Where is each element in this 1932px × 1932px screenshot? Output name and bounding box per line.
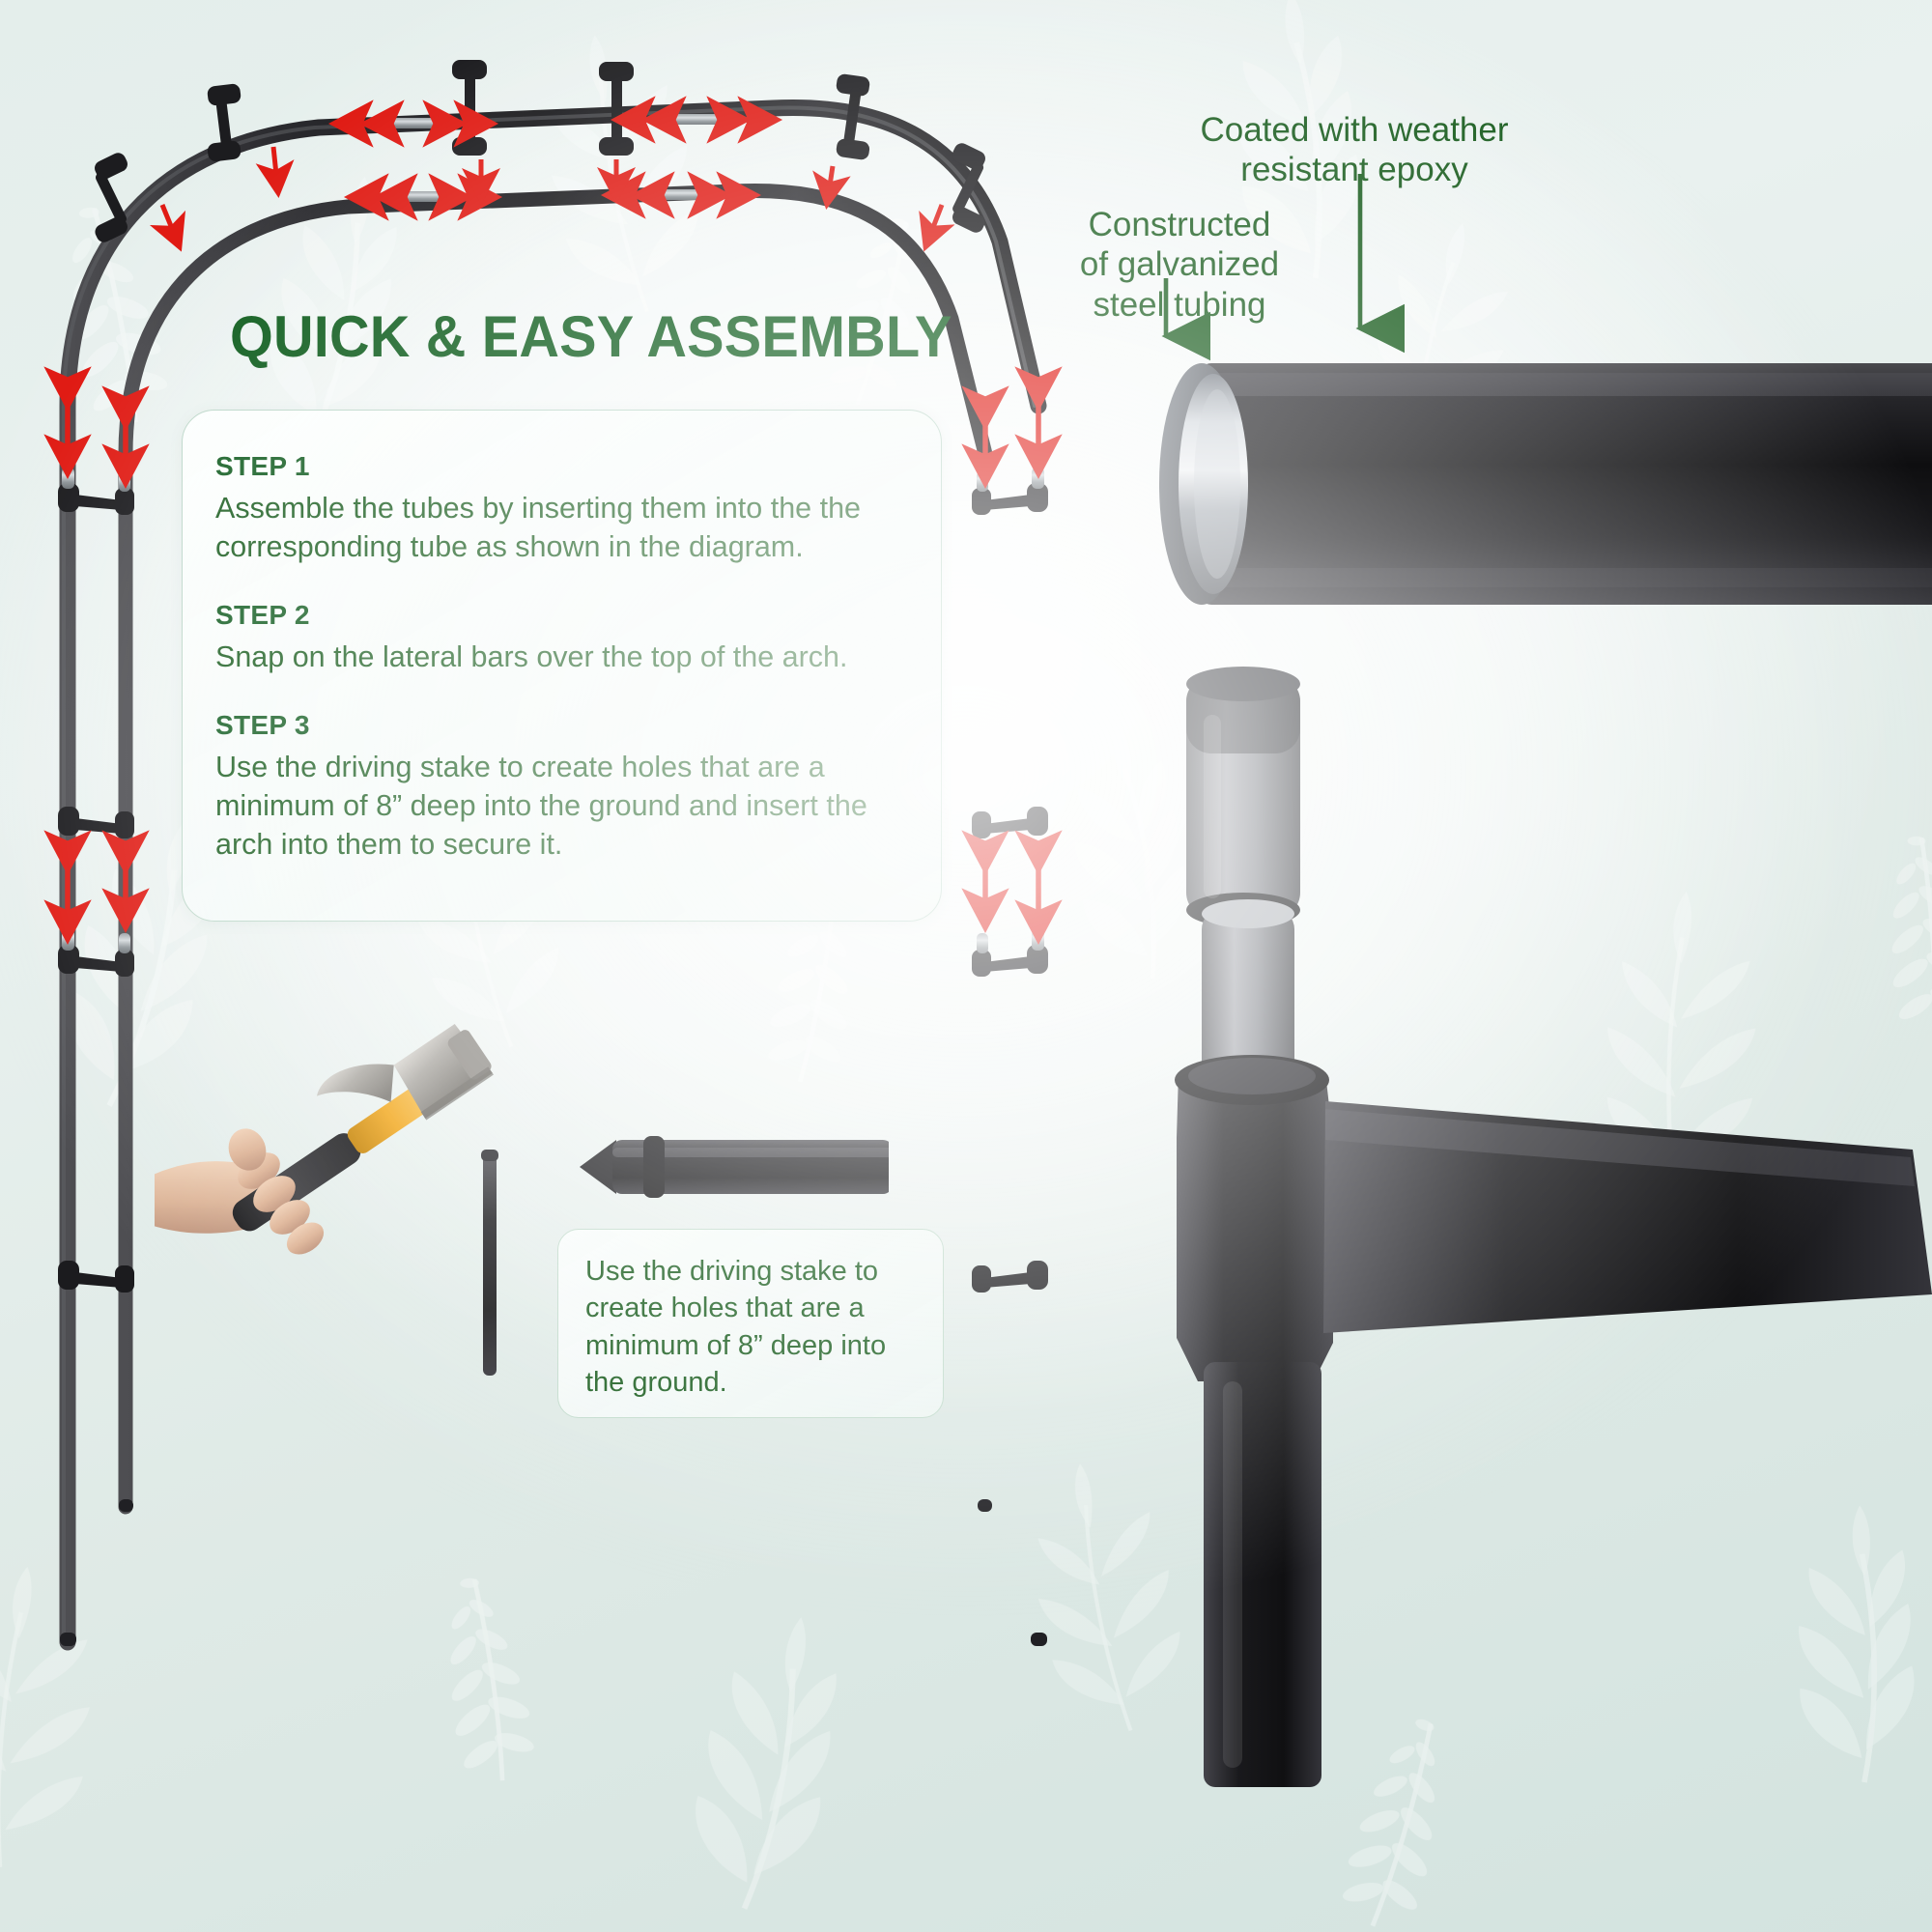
- driving-stake-note-card: Use the driving stake to create holes th…: [557, 1229, 944, 1418]
- step-2: STEP 2 Snap on the lateral bars over the…: [215, 600, 908, 677]
- step-3-heading: STEP 3: [215, 709, 310, 740]
- callout-leader-lines: [1161, 174, 1405, 361]
- driving-stake-note-text: Use the driving stake to create holes th…: [585, 1256, 887, 1398]
- tube-segment-closeup: [1186, 667, 1300, 927]
- step-2-heading: STEP 2: [215, 599, 310, 630]
- steel-tube-closeup: [1159, 363, 1932, 605]
- step-3-body: Use the driving stake to create holes th…: [215, 750, 867, 861]
- page-title: QUICK & EASY ASSEMBLY: [230, 304, 952, 369]
- step-1-body: Assemble the tubes by inserting them int…: [215, 492, 861, 563]
- assembly-steps-card: STEP 1 Assemble the tubes by inserting t…: [182, 410, 942, 922]
- product-closeup-panel: [1159, 174, 1932, 1787]
- step-1: STEP 1 Assemble the tubes by inserting t…: [215, 451, 908, 567]
- driving-stake-icon: [580, 1136, 889, 1198]
- thin-stake-icon: [483, 1153, 497, 1376]
- step-1-heading: STEP 1: [215, 451, 310, 481]
- tee-connector-closeup: [1175, 899, 1932, 1787]
- step-2-body: Snap on the lateral bars over the top of…: [215, 639, 848, 673]
- step-3: STEP 3 Use the driving stake to create h…: [215, 710, 908, 865]
